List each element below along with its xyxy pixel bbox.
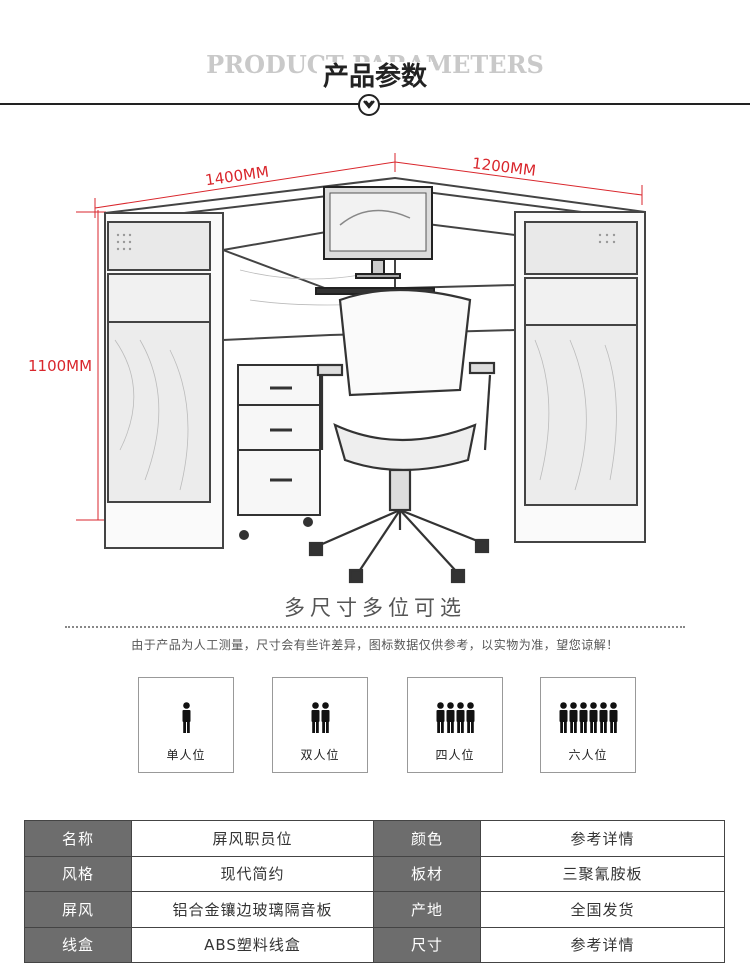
spec-value: 三聚氰胺板 — [480, 855, 725, 892]
spec-key: 名称 — [24, 820, 132, 857]
spec-value: 屏风职员位 — [131, 820, 374, 857]
table-row: 风格 现代简约 板材 三聚氰胺板 — [24, 855, 725, 892]
spec-value: 铝合金镶边玻璃隔音板 — [131, 891, 374, 928]
person-icon — [599, 702, 608, 736]
spec-key: 尺寸 — [373, 926, 481, 963]
spec-value: 全国发货 — [480, 891, 725, 928]
dotted-divider — [65, 626, 685, 628]
spec-value: 现代简约 — [131, 855, 374, 892]
person-icon — [579, 702, 588, 736]
person-icon — [456, 702, 465, 736]
product-diagram: 1400MM 1200MM 1100MM — [0, 150, 750, 590]
table-row: 名称 屏风职员位 颜色 参考详情 — [24, 820, 725, 857]
spec-key: 板材 — [373, 855, 481, 892]
seat-option-single[interactable]: 单人位 — [138, 677, 234, 773]
dimension-height-label: 1100MM — [28, 357, 93, 375]
spec-value: ABS塑料线盒 — [131, 926, 374, 963]
seat-option-label: 四人位 — [435, 748, 475, 762]
spec-key: 产地 — [373, 891, 481, 928]
person-icon — [559, 702, 568, 736]
seat-option-label: 六人位 — [568, 748, 608, 762]
seat-option-double[interactable]: 双人位 — [272, 677, 368, 773]
section-header: PRODUCT PARAMETERS 产品参数 — [0, 0, 750, 125]
seat-option-six[interactable]: 六人位 — [540, 677, 636, 773]
multi-size-headline: 多尺寸多位可选 — [284, 596, 466, 620]
person-icon — [466, 702, 475, 736]
person-icon — [436, 702, 445, 736]
seat-option-label: 双人位 — [300, 748, 340, 762]
spec-key: 线盒 — [24, 926, 132, 963]
spec-key: 风格 — [24, 855, 132, 892]
person-icon-group — [273, 702, 367, 736]
spec-key: 颜色 — [373, 820, 481, 857]
person-icon-group — [408, 702, 502, 736]
person-icon — [182, 702, 191, 736]
person-icon — [609, 702, 618, 736]
spec-value: 参考详情 — [480, 820, 725, 857]
workstation-illustration — [76, 153, 646, 584]
person-icon-group — [139, 702, 233, 736]
table-row: 线盒 ABS塑料线盒 尺寸 参考详情 — [24, 926, 725, 963]
person-icon — [446, 702, 455, 736]
dimension-lines — [76, 153, 643, 521]
chevron-down-icon — [358, 94, 380, 116]
person-icon-group — [541, 702, 635, 736]
table-row: 屏风 铝合金镶边玻璃隔音板 产地 全国发货 — [24, 891, 725, 928]
person-icon — [569, 702, 578, 736]
spec-key: 屏风 — [24, 891, 132, 928]
header-title-cn-wrap: 产品参数 — [0, 56, 750, 93]
person-icon — [311, 702, 320, 736]
person-icon — [321, 702, 330, 736]
seat-option-label: 单人位 — [166, 748, 206, 762]
measurement-disclaimer: 由于产品为人工测量，尺寸会有些许差异，图标数据仅供参考，以实物为准，望您谅解！ — [131, 638, 619, 652]
seat-option-four[interactable]: 四人位 — [407, 677, 503, 773]
person-icon — [589, 702, 598, 736]
spec-value: 参考详情 — [480, 926, 725, 963]
header-title-cn: 产品参数 — [316, 62, 433, 92]
spec-table: 名称 屏风职员位 颜色 参考详情 风格 现代简约 板材 三聚氰胺板 屏风 铝合金… — [24, 820, 725, 963]
